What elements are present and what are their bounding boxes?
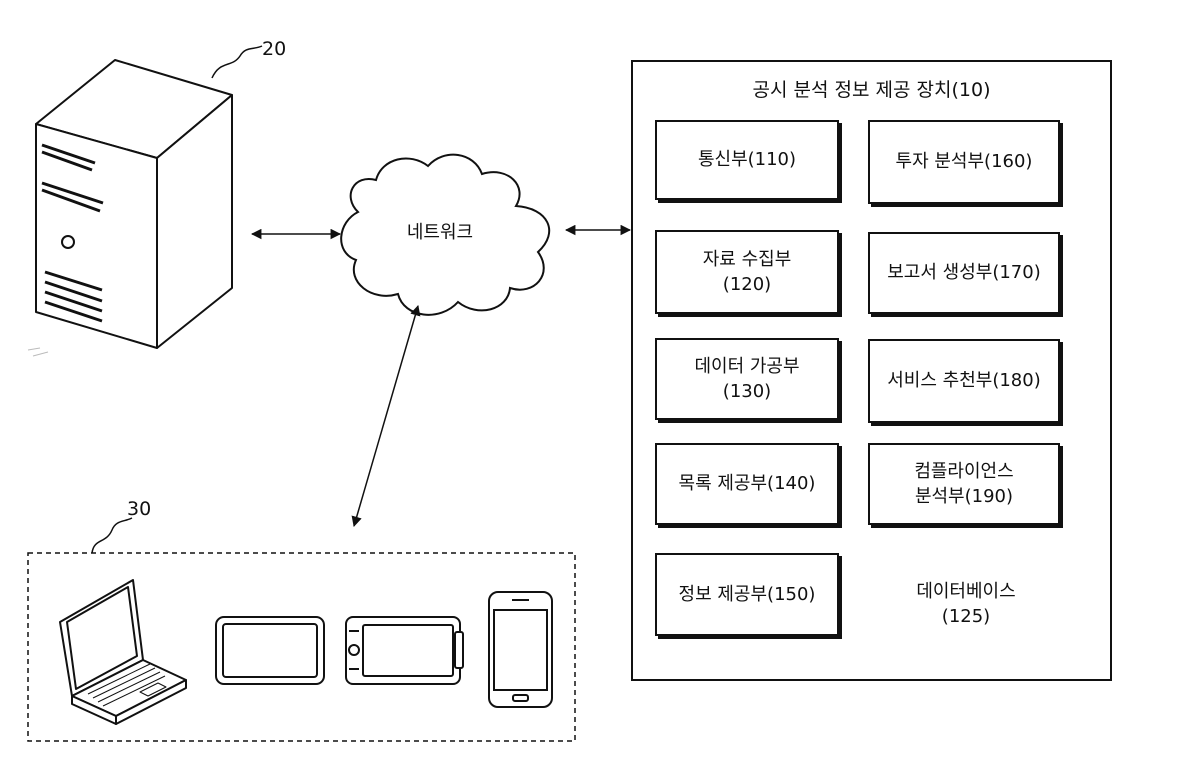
network-terminals-arrow	[354, 306, 418, 526]
module-list-provider: 목록 제공부(140)	[655, 443, 839, 525]
server-leader-line	[212, 46, 262, 78]
laptop-icon	[60, 580, 186, 724]
media-player-icon	[346, 617, 463, 684]
device-title: 공시 분석 정보 제공 장치(10)	[631, 75, 1112, 102]
module-communication: 통신부(110)	[655, 120, 839, 200]
smartphone-icon	[489, 592, 552, 707]
terminals-ref-label: 30	[127, 498, 151, 520]
tablet-icon	[216, 617, 324, 684]
module-investment-analysis: 투자 분석부(160)	[868, 120, 1060, 204]
database-label: 데이터베이스 (125)	[870, 579, 1062, 629]
server-ref-label: 20	[262, 38, 286, 60]
module-service-recommendation: 서비스 추천부(180)	[868, 339, 1060, 423]
terminals-leader-line	[92, 518, 132, 553]
module-report-generation: 보고서 생성부(170)	[868, 232, 1060, 314]
network-label: 네트워크	[380, 218, 500, 244]
server-icon	[28, 60, 232, 356]
module-data-processing: 데이터 가공부 (130)	[655, 338, 839, 420]
module-data-collection: 자료 수집부 (120)	[655, 230, 839, 314]
module-compliance-analysis: 컴플라이언스 분석부(190)	[868, 443, 1060, 525]
module-info-provider: 정보 제공부(150)	[655, 553, 839, 636]
